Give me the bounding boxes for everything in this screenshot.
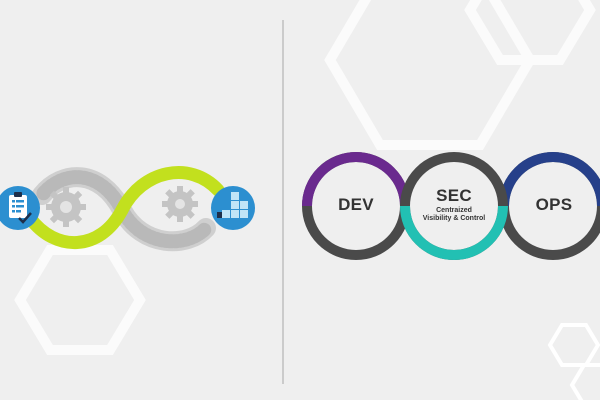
gear-hole (175, 199, 185, 209)
sec-label: SEC (436, 186, 472, 205)
infinity-loop (23, 166, 225, 252)
checklist-lines (12, 200, 24, 213)
ops-label: OPS (535, 195, 573, 214)
clipboard-checklist-icon (0, 186, 40, 230)
hexagon-shape (324, 0, 536, 150)
gear-icon (162, 186, 198, 222)
gear-teeth (46, 187, 86, 227)
sec-sublabel-line2: Visibility & Control (422, 215, 486, 222)
stacked-blocks-icon (211, 186, 255, 230)
gear-teeth (162, 186, 198, 222)
gear-icon (46, 187, 86, 227)
dev-label: DEV (338, 195, 374, 214)
ring-accent-arc (400, 205, 508, 260)
hexagon-shape (464, 0, 596, 65)
ring-accent-arc (302, 152, 410, 207)
sec-sublabel-line1: Centraized (436, 207, 472, 214)
hexagon-shape (569, 363, 600, 400)
sec-ring (400, 152, 508, 260)
hexagon-shape (14, 245, 146, 355)
blocks (217, 192, 248, 218)
hexagon-shape (547, 323, 600, 367)
infinity-gray-texture (35, 170, 213, 249)
background-hexagons (14, 0, 596, 355)
checkmark-icon (18, 212, 32, 224)
ring-accent-arc (499, 152, 600, 207)
corner-hexagons (547, 323, 600, 400)
infinity-green-center-up (115, 166, 225, 217)
infinity-green-left-bottom (23, 203, 129, 249)
gear-hole (60, 201, 72, 213)
clipboard-clip (14, 192, 22, 197)
